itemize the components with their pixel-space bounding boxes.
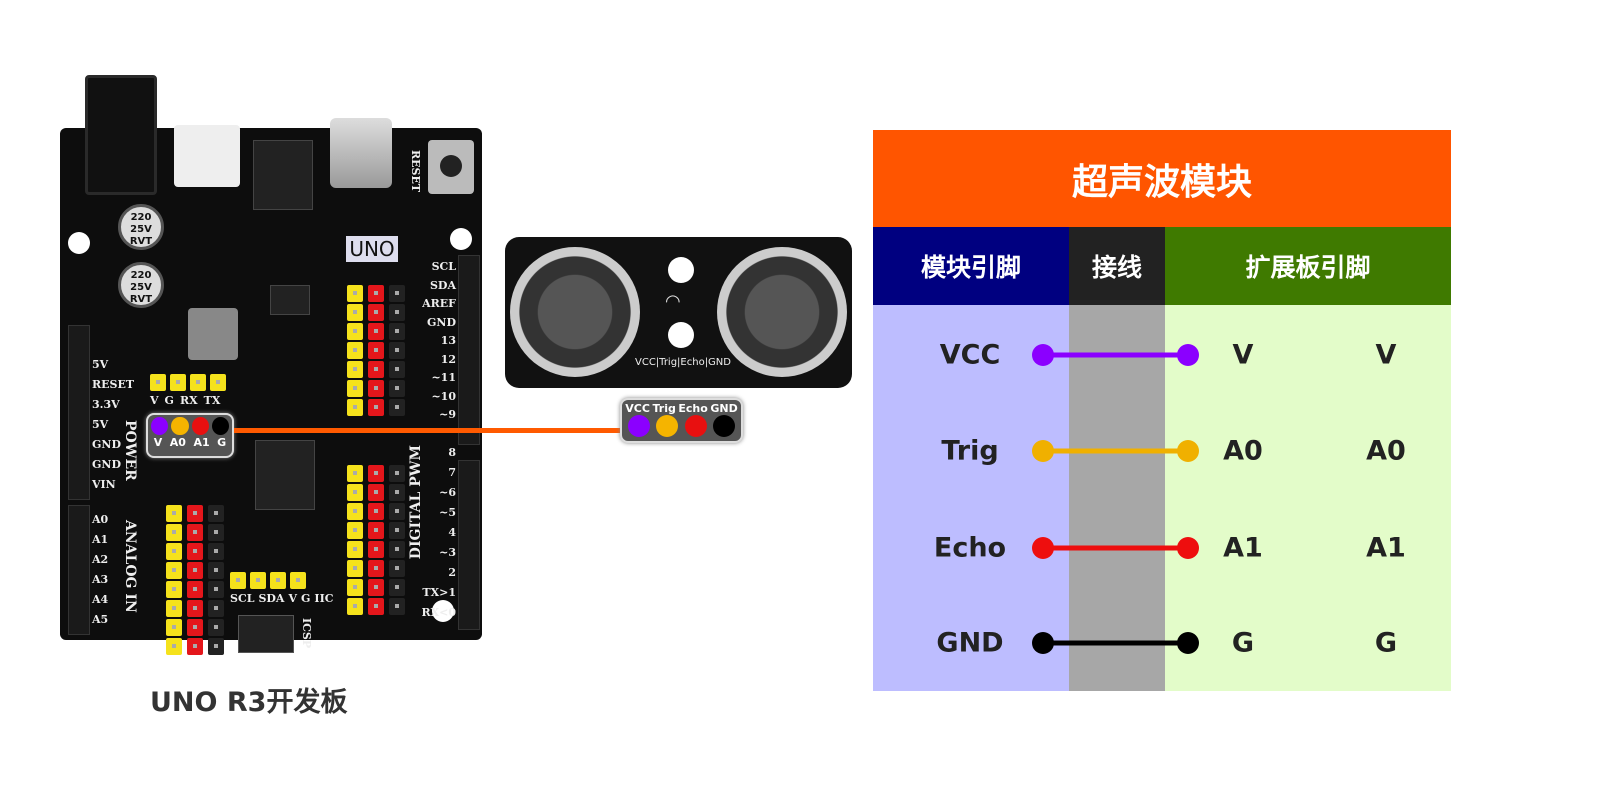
power-label: POWER — [122, 420, 138, 481]
wire-end — [1177, 632, 1199, 654]
uart-header — [150, 374, 226, 391]
chip — [253, 140, 313, 210]
module-pin: VCC — [939, 339, 1001, 371]
mount-hole — [668, 322, 694, 348]
pin-label: G — [217, 436, 227, 449]
pin-dot-a0 — [171, 417, 189, 435]
table-title: 超声波模块 — [873, 130, 1451, 227]
mount-hole — [432, 600, 454, 622]
wire-end — [1032, 440, 1054, 462]
board-sensor-port: V A0 A1 G — [146, 413, 234, 458]
analog-vcc-pins — [187, 505, 203, 655]
pin-dot-a1 — [191, 417, 209, 435]
wire-end — [1032, 344, 1054, 366]
battery-connector — [174, 125, 240, 187]
wiring-column-bg — [1069, 305, 1165, 691]
pin-dot-trig — [656, 415, 679, 437]
mount-hole — [450, 228, 472, 250]
board-pin: A1 — [1223, 532, 1263, 564]
pin-dot-vcc — [628, 415, 651, 437]
pin-dot-g — [211, 417, 229, 435]
board-column-bg — [1165, 305, 1451, 691]
mount-hole — [668, 257, 694, 283]
board-pin: V — [1232, 339, 1254, 371]
mcu-chip — [255, 440, 315, 510]
vcc-pins-bottom — [368, 465, 384, 615]
pin-dot-echo — [684, 415, 707, 437]
board-pin: G — [1231, 627, 1255, 659]
wire-end — [1032, 632, 1054, 654]
pin-label: A1 — [193, 436, 210, 449]
wire-end — [1177, 537, 1199, 559]
analog-in-label: ANALOG IN — [122, 520, 138, 613]
wire — [1043, 352, 1188, 358]
module-pin: Echo — [933, 532, 1007, 564]
header-board-pin: 扩展板引脚 — [1165, 227, 1451, 305]
pin-label: A0 — [169, 436, 186, 449]
inductor — [188, 308, 238, 360]
wire-end — [1032, 537, 1054, 559]
wire-end — [1177, 344, 1199, 366]
module-column-bg — [873, 305, 1069, 691]
uno-logo: UNO — [346, 236, 398, 262]
pin-label: Echo — [678, 402, 708, 415]
sensor-pin-print: VCC|Trig|Echo|GND — [635, 357, 731, 368]
mount-hole — [68, 232, 90, 254]
transmitter — [510, 247, 640, 377]
reset-button[interactable] — [428, 140, 474, 194]
ultrasonic-sensor: ◠ VCC|Trig|Echo|GND — [505, 237, 852, 388]
connection-wire — [234, 428, 620, 433]
reset-label: RESET — [409, 150, 422, 193]
wire — [1043, 545, 1188, 551]
icsp-header — [238, 615, 294, 653]
module-pin: GND — [936, 627, 1004, 659]
digital-header-top — [458, 255, 480, 445]
board-pin: A1 — [1366, 532, 1406, 564]
board-pin: V — [1375, 339, 1397, 371]
header-wiring: 接线 — [1069, 227, 1165, 305]
signal-pins-bottom — [347, 465, 363, 615]
wire — [1043, 448, 1188, 454]
wire-end — [1177, 440, 1199, 462]
chip — [270, 285, 310, 315]
board-caption: UNO R3开发板 — [150, 687, 348, 718]
analog-gnd-pins — [208, 505, 224, 655]
module-pin: Trig — [941, 435, 999, 467]
receiver — [717, 247, 847, 377]
analog-header — [68, 505, 90, 635]
pin-label: GND — [710, 402, 738, 415]
board-pin: G — [1374, 627, 1398, 659]
iic-header — [230, 572, 306, 589]
vcc-pins-top — [368, 285, 384, 416]
wifi-icon: ◠ — [665, 291, 681, 312]
pin-dot-v — [151, 417, 169, 435]
analog-signal-pins — [166, 505, 182, 655]
gnd-pins-top — [389, 285, 405, 416]
pin-label: Trig — [652, 402, 676, 415]
digital-header-bottom — [458, 460, 480, 630]
pin-dot-gnd — [712, 415, 735, 437]
usb-c-port — [330, 118, 392, 188]
pin-label: V — [153, 436, 163, 449]
dc-power-jack — [85, 75, 157, 195]
board-pin: A0 — [1366, 435, 1406, 467]
board-pin: A0 — [1223, 435, 1263, 467]
pin-label: VCC — [625, 402, 650, 415]
icsp-label: ICSP — [300, 618, 313, 649]
power-header — [68, 325, 90, 500]
header-module-pin: 模块引脚 — [873, 227, 1069, 305]
wire — [1043, 640, 1188, 646]
gnd-pins-bottom — [389, 465, 405, 615]
signal-pins-top — [347, 285, 363, 416]
